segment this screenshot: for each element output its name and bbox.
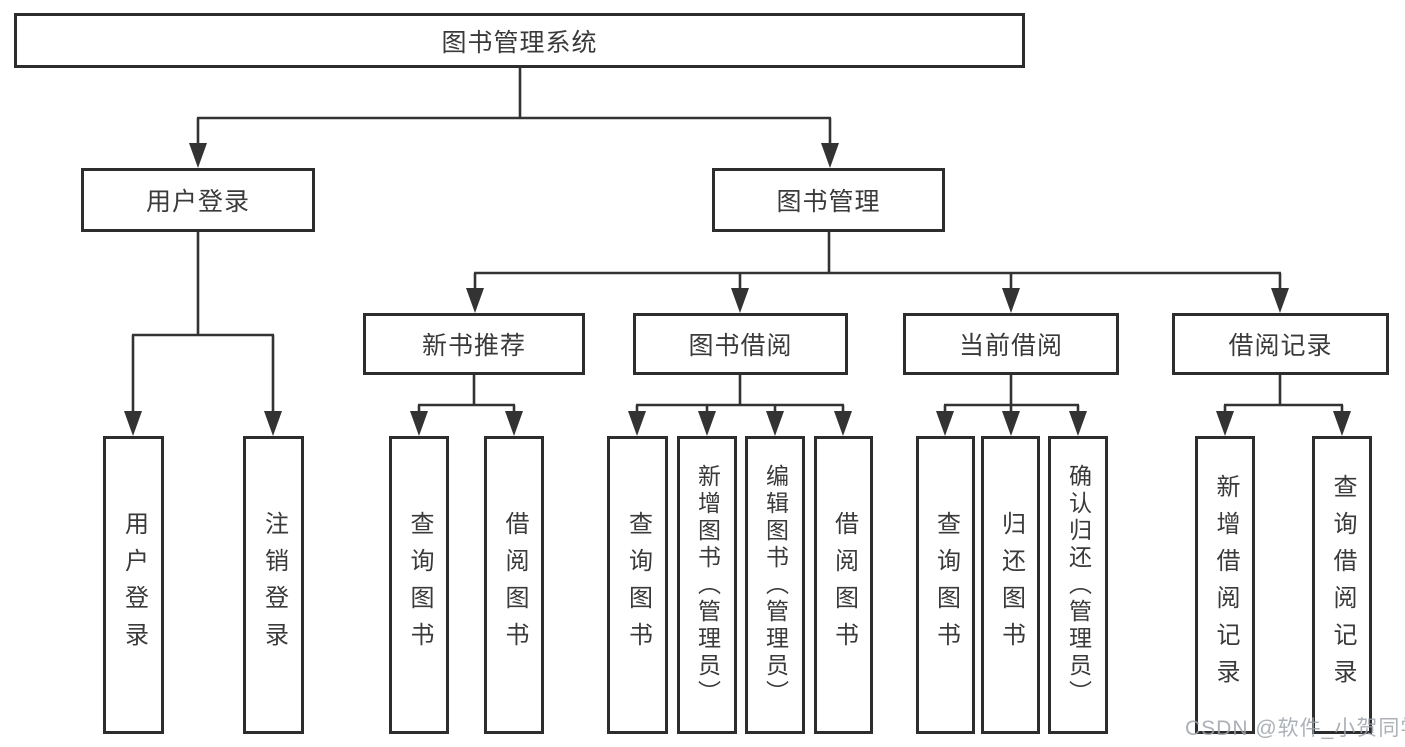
leaf-bookborrow-borrow-books-label: 借阅图书 bbox=[830, 511, 858, 659]
leaf-records-query-borrow-record: 查询借阅记录 bbox=[1312, 436, 1372, 734]
leaf-currentborrow-confirm-return-admin: 确认归还（管理员） bbox=[1048, 436, 1108, 734]
leaf-newbooks-query-books: 查询图书 bbox=[389, 436, 449, 734]
leaf-currentborrow-return-books: 归还图书 bbox=[981, 436, 1040, 734]
leaf-newbooks-query-books-label: 查询图书 bbox=[406, 511, 433, 659]
leaf-bookborrow-edit-books-admin-label: 编辑图书（管理员） bbox=[762, 463, 789, 707]
node-book-borrow: 图书借阅 bbox=[633, 313, 848, 375]
leaf-user-login-label: 用户登录 bbox=[120, 511, 148, 659]
leaf-user-login: 用户登录 bbox=[103, 436, 164, 734]
node-current-borrow: 当前借阅 bbox=[903, 313, 1119, 375]
connector-borrow-records bbox=[1216, 375, 1351, 436]
leaf-logout-label: 注销登录 bbox=[260, 511, 288, 659]
leaf-bookborrow-edit-books-admin: 编辑图书（管理员） bbox=[745, 436, 805, 734]
connector-current-borrow bbox=[936, 375, 1087, 436]
node-book-mgmt: 图书管理 bbox=[712, 168, 945, 232]
connector-book-borrow bbox=[628, 375, 852, 436]
leaf-logout: 注销登录 bbox=[243, 436, 304, 734]
leaf-currentborrow-return-books-label: 归还图书 bbox=[997, 511, 1025, 659]
leaf-bookborrow-add-books-admin-label: 新增图书（管理员） bbox=[694, 463, 721, 707]
connector-user-login bbox=[124, 232, 282, 436]
leaf-bookborrow-query-books: 查询图书 bbox=[607, 436, 668, 734]
leaf-newbooks-borrow-books: 借阅图书 bbox=[484, 436, 544, 734]
leaf-newbooks-borrow-books-label: 借阅图书 bbox=[501, 511, 528, 659]
csdn-watermark: CSDN @软件_小贺同学 bbox=[1185, 717, 1405, 740]
leaf-currentborrow-query-books: 查询图书 bbox=[916, 436, 975, 734]
node-borrow-records: 借阅记录 bbox=[1172, 313, 1389, 375]
node-root: 图书管理系统 bbox=[14, 13, 1025, 68]
leaf-bookborrow-add-books-admin: 新增图书（管理员） bbox=[677, 436, 737, 734]
node-user-login: 用户登录 bbox=[81, 168, 315, 232]
leaf-records-add-borrow-record: 新增借阅记录 bbox=[1195, 436, 1255, 734]
leaf-currentborrow-confirm-return-admin-label: 确认归还（管理员） bbox=[1065, 463, 1092, 707]
leaf-bookborrow-query-books-label: 查询图书 bbox=[624, 511, 652, 659]
leaf-bookborrow-borrow-books: 借阅图书 bbox=[814, 436, 873, 734]
leaf-records-query-borrow-record-label: 查询借阅记录 bbox=[1329, 474, 1356, 696]
connector-root-to-level2 bbox=[189, 68, 839, 168]
leaf-records-add-borrow-record-label: 新增借阅记录 bbox=[1212, 474, 1239, 696]
connector-book-mgmt bbox=[466, 232, 1289, 313]
node-new-books: 新书推荐 bbox=[363, 313, 585, 375]
connector-new-books bbox=[410, 375, 523, 436]
leaf-currentborrow-query-books-label: 查询图书 bbox=[932, 511, 960, 659]
